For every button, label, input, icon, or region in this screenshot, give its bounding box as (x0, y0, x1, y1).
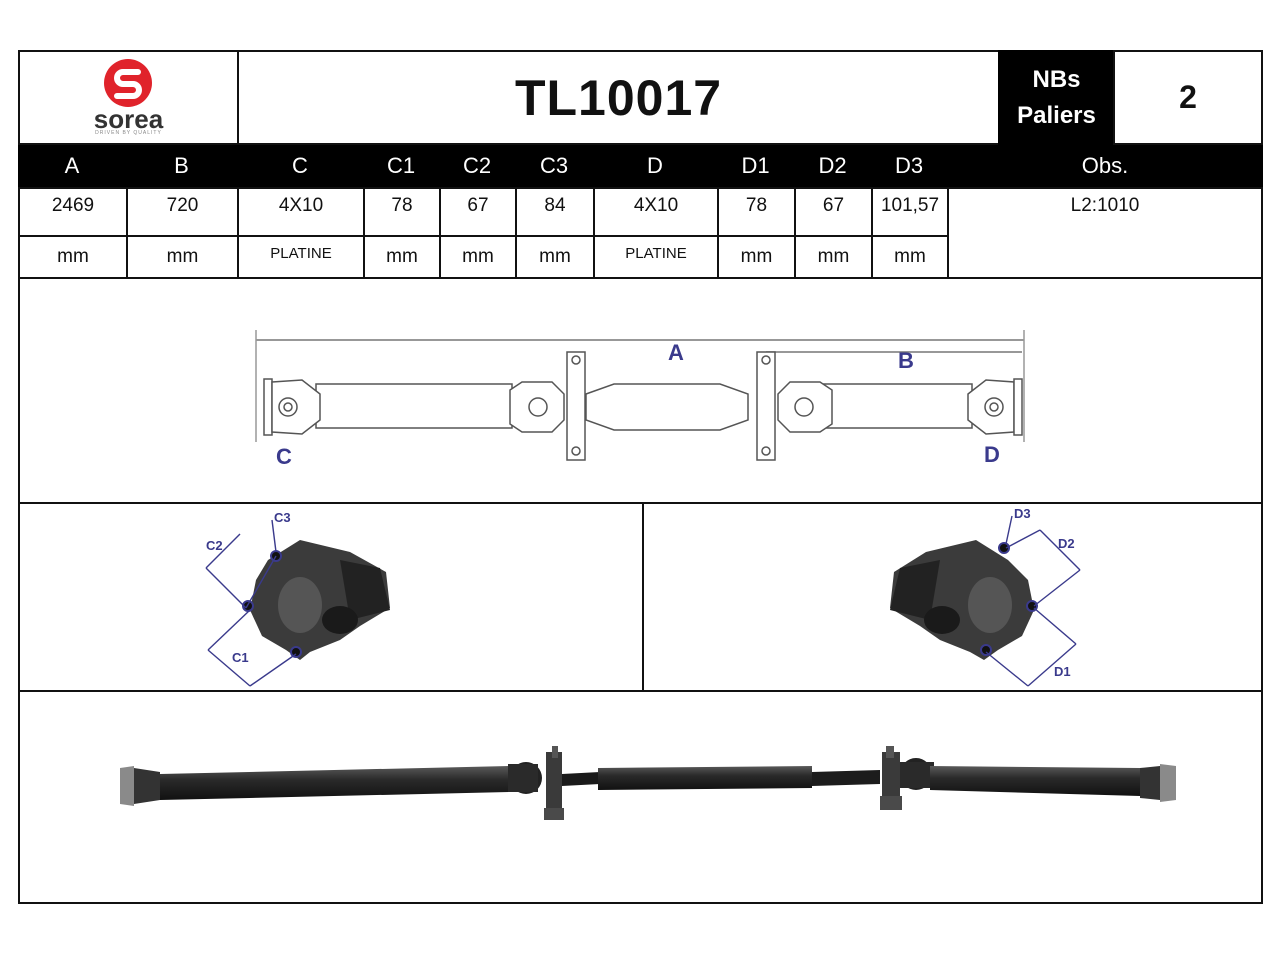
column-header-d2: D2 (794, 145, 871, 187)
column-header-d3: D3 (871, 145, 947, 187)
column-header-d: D (593, 145, 717, 187)
value-c2: 67 (439, 187, 517, 237)
value-obs: L2:1010 (1070, 195, 1140, 216)
flange-label-d3: D3 (1014, 506, 1031, 521)
value-d3: 101,57 (871, 187, 949, 237)
dimension-label-a: A (668, 340, 684, 365)
flange-c-panel: C2 C3 C1 (18, 502, 644, 692)
dimension-label-d: D (984, 442, 1000, 467)
value-d: 4X10 (593, 187, 719, 237)
value-c3: 84 (515, 187, 595, 237)
logo-cell: sorea DRIVEN BY QUALITY (18, 50, 239, 145)
flange-c-drawing: C2 C3 C1 (205, 510, 390, 687)
value-d1: 78 (717, 187, 796, 237)
column-header-c1: C1 (363, 145, 439, 187)
sorea-logo (104, 59, 152, 107)
nbs-value-cell: 2 (1113, 50, 1263, 145)
shaft-schematic-panel: A B C D (18, 277, 1263, 504)
unit-c1: mm (363, 235, 441, 279)
column-header-b: B (126, 145, 237, 187)
shaft-photo-panel (18, 690, 1263, 904)
obs-cell: L2:1010 (947, 187, 1263, 279)
reference-cell: TL10017 (237, 50, 1000, 145)
column-header-a: A (18, 145, 126, 187)
nbs-value: 2 (1179, 79, 1197, 115)
reference-title: TL10017 (514, 69, 723, 126)
unit-d: PLATINE (593, 235, 719, 279)
column-header-c2: C2 (439, 145, 515, 187)
brand-tagline: DRIVEN BY QUALITY (95, 130, 162, 136)
shaft-schematic-drawing: A B C D (255, 330, 1025, 469)
value-c1: 78 (363, 187, 441, 237)
flange-label-c1: C1 (232, 650, 249, 665)
unit-c3: mm (515, 235, 595, 279)
flange-label-c3: C3 (274, 510, 291, 525)
flange-label-d1: D1 (1054, 664, 1071, 679)
unit-a: mm (18, 235, 128, 279)
column-header-c3: C3 (515, 145, 593, 187)
value-b: 720 (126, 187, 239, 237)
unit-b: mm (126, 235, 239, 279)
column-header-c: C (237, 145, 363, 187)
nbs-label-line1: NBs (1032, 65, 1081, 93)
brand-name: sorea (93, 104, 164, 134)
unit-d3: mm (871, 235, 949, 279)
value-d2: 67 (794, 187, 873, 237)
column-header-obs: Obs. (947, 145, 1263, 187)
unit-d1: mm (717, 235, 796, 279)
value-a: 2469 (18, 187, 128, 237)
unit-c: PLATINE (237, 235, 365, 279)
unit-d2: mm (794, 235, 873, 279)
flange-label-d2: D2 (1058, 536, 1075, 551)
flange-d-drawing: D2 D3 D1 (890, 506, 1081, 687)
dimension-label-b: B (898, 348, 914, 373)
nbs-label-cell: NBs Paliers (998, 50, 1115, 145)
column-header-d1: D1 (717, 145, 794, 187)
propeller-shaft-photo (120, 746, 1176, 820)
value-c: 4X10 (237, 187, 365, 237)
nbs-label-line2: Paliers (1017, 101, 1096, 129)
flange-d-panel: D2 D3 D1 (642, 502, 1263, 692)
unit-c2: mm (439, 235, 517, 279)
dimension-label-c: C (276, 444, 292, 469)
flange-label-c2: C2 (206, 538, 223, 553)
